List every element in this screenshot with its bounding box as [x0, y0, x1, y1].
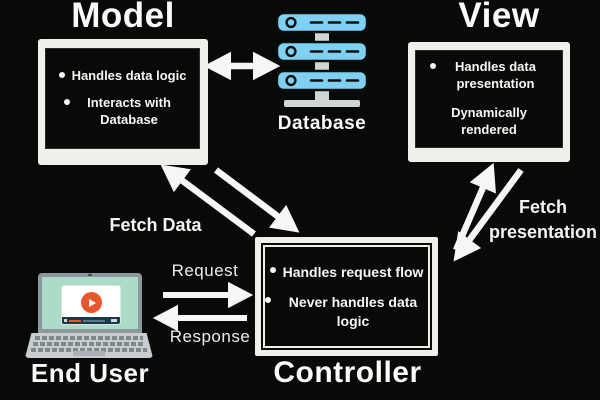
play-button-icon: [80, 292, 102, 313]
database-label: Database: [277, 113, 367, 134]
view-node: Handles data presentation Dynamically re…: [408, 42, 570, 162]
view-note: Dynamically rendered: [451, 105, 527, 137]
model-bullet-2: Interacts with Database: [63, 95, 182, 129]
bullet-dot-icon: [430, 63, 436, 70]
database-icon: [275, 11, 369, 107]
bullet-dot-icon: [265, 297, 271, 304]
arrow-model-to-controller: [214, 167, 300, 233]
controller-node: Handles request flow Never handles data …: [255, 237, 438, 356]
end-user-label: End User: [30, 358, 150, 388]
model-node: Handles data logic Interacts with Databa…: [38, 39, 208, 165]
webcam-dot-icon: [88, 274, 92, 276]
controller-title: Controller: [273, 356, 422, 389]
trackpad: [73, 351, 105, 356]
player-track: [83, 319, 105, 322]
player-progress: [69, 319, 81, 322]
server-row-3: [275, 69, 369, 92]
controller-bullet-1: Handles request flow: [269, 263, 423, 281]
controller-screen: Handles request flow Never handles data …: [261, 243, 432, 350]
laptop-screen: [38, 273, 142, 333]
server-row-1: [275, 11, 369, 34]
end-user-laptop-icon: [25, 270, 153, 360]
fetch-presentation-label: Fetch presentation: [488, 197, 598, 243]
model-bullet-1: Handles data logic: [58, 68, 186, 85]
player-controls-bar: [62, 317, 120, 324]
bullet-dot-icon: [63, 99, 70, 106]
bullet-dot-icon: [269, 267, 276, 274]
server-row-2: [275, 40, 369, 63]
view-title: View: [458, 0, 540, 35]
view-screen: Handles data presentation Dynamically re…: [415, 50, 563, 148]
bullet-dot-icon: [58, 72, 65, 79]
model-title: Model: [71, 0, 175, 35]
player-button-icon: [64, 319, 67, 322]
request-label: Request: [171, 261, 239, 280]
laptop-keyboard-base: [25, 333, 153, 358]
arrow-controller-to-view: [453, 162, 496, 252]
response-label: Response: [169, 327, 251, 346]
player-fullscreen-icon: [111, 319, 117, 322]
view-bullet-1: Handles data presentation: [430, 59, 548, 93]
fetch-data-label: Fetch Data: [109, 215, 202, 235]
controller-bullet-2: Never handles data logic: [265, 293, 428, 329]
video-player: [62, 286, 120, 324]
model-screen: Handles data logic Interacts with Databa…: [45, 48, 200, 149]
